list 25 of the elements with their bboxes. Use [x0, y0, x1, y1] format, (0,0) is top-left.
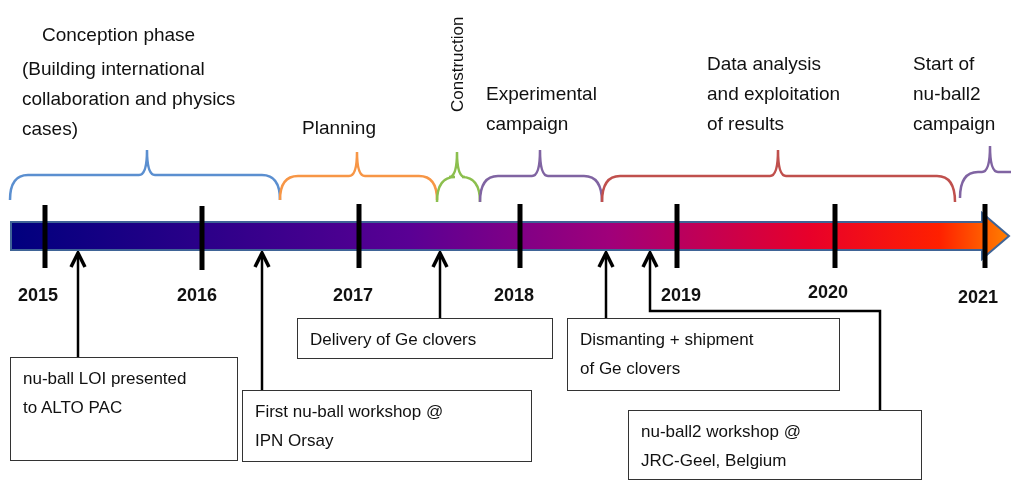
year-label: 2020	[808, 282, 849, 303]
event-box: Delivery of Ge clovers	[297, 318, 553, 359]
arrow	[253, 251, 271, 390]
year-label: 2019	[661, 285, 702, 306]
year-label: 2016	[177, 285, 218, 306]
timeline-arrow	[10, 212, 1010, 260]
year-label: 2021	[958, 287, 999, 308]
arrow	[641, 251, 882, 410]
arrow	[597, 251, 615, 318]
year-label: 2015	[18, 285, 59, 306]
phase-label: Planning	[302, 116, 377, 140]
event-box: nu-ball2 workshop @ JRC-Geel, Belgium	[628, 410, 922, 480]
phase-label: Start of nu-ball2 campaign	[913, 52, 997, 136]
phase-label: (Building international collaboration and physics cases)	[22, 57, 237, 141]
event-box: nu-ball LOI presented to ALTO PAC	[10, 357, 238, 461]
phase-label: Conception phase	[42, 23, 197, 47]
event-box: First nu-ball workshop @ IPN Orsay	[242, 390, 532, 462]
phase-label: Experimental campaign	[486, 82, 598, 136]
year-label: 2017	[333, 285, 374, 306]
year-label: 2018	[494, 285, 535, 306]
arrow	[431, 251, 449, 318]
phase-label: Construction	[447, 16, 468, 112]
arrow	[69, 251, 87, 357]
phase-label: Data analysis and exploitation of results	[707, 52, 842, 136]
event-box: Dismanting + shipment of Ge clovers	[567, 318, 840, 391]
